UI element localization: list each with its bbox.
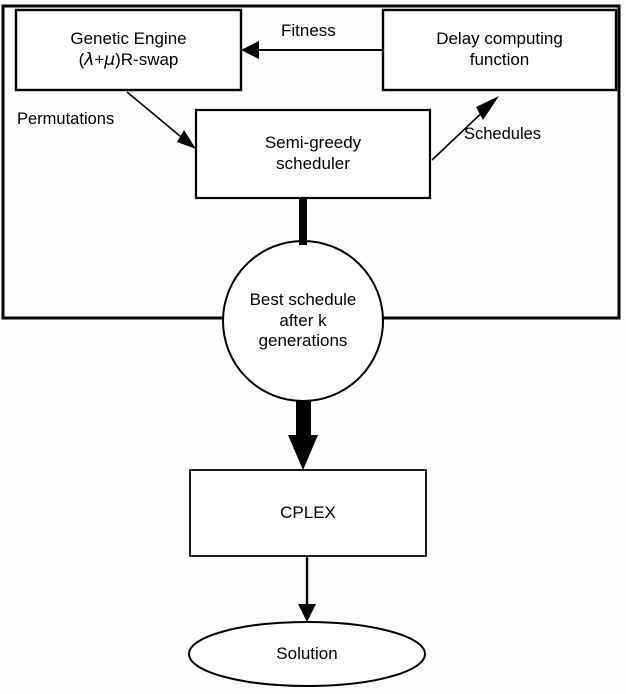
fitness-edge bbox=[241, 41, 383, 59]
cplex-to-solution-edge bbox=[298, 556, 316, 622]
scheduler-to-best-schedule-edge bbox=[299, 197, 307, 245]
genetic-engine-box[interactable] bbox=[14, 8, 243, 92]
delay-computing-function-box[interactable] bbox=[381, 8, 618, 92]
semi-greedy-scheduler-box[interactable] bbox=[194, 108, 432, 200]
permutations-edge bbox=[126, 91, 196, 149]
schedules-edge bbox=[431, 96, 499, 161]
best-schedule-circle[interactable] bbox=[222, 240, 384, 402]
best-schedule-to-cplex-edge bbox=[288, 400, 318, 470]
solution-ellipse[interactable] bbox=[188, 621, 426, 687]
cplex-box[interactable] bbox=[189, 469, 427, 557]
